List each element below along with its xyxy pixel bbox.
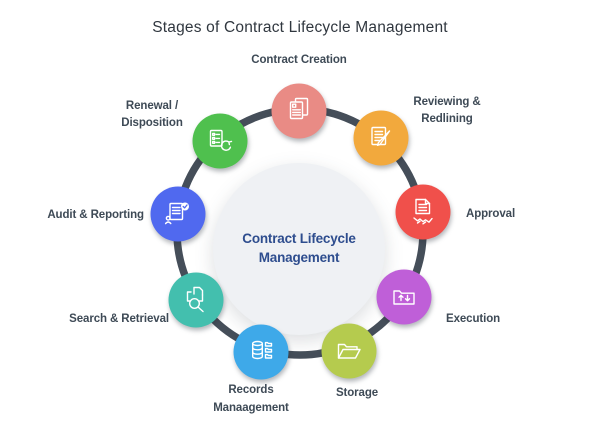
stage-label: Redlining: [421, 113, 473, 125]
stage-circle: [395, 184, 451, 240]
database-folders-icon: [251, 340, 273, 360]
stage-reviewing-redlining: Reviewing & Redlining: [353, 96, 481, 166]
stage-circle: [376, 269, 432, 325]
diagram-title: Stages of Contract Lifecycle Management: [152, 19, 448, 36]
stage-storage: Storage: [321, 323, 378, 399]
stage-contract-creation: Contract Creation: [251, 54, 347, 139]
document-pen-icon: [371, 126, 391, 146]
search-document-icon: [186, 286, 204, 313]
stage-circle: [192, 113, 248, 169]
center-title-line1: Contract Lifecycle: [242, 231, 356, 246]
stage-circle: [321, 323, 377, 379]
stage-label: Execution: [446, 313, 500, 325]
stage-label: Contract Creation: [251, 54, 346, 66]
stage-label: Approval: [466, 208, 515, 220]
stage-label: Records: [228, 384, 273, 396]
stage-label: Manaagement: [213, 402, 289, 414]
open-folder-icon: [337, 343, 361, 359]
stage-label: Storage: [336, 387, 378, 399]
stage-execution: Execution: [376, 269, 500, 325]
document-stack-icon: [289, 97, 309, 120]
stage-label: Renewal /: [126, 100, 179, 112]
document-handshake-icon: [413, 198, 433, 225]
stage-records-management: Records Manaagement: [213, 324, 289, 414]
folder-transfer-icon: [393, 290, 415, 305]
audit-check-icon: [164, 202, 189, 225]
stage-search-retrieval: Search & Retrieval: [69, 272, 224, 328]
center-hub-circle: [213, 163, 385, 335]
stage-label: Reviewing &: [413, 96, 480, 108]
document-renew-icon: [209, 129, 233, 151]
stage-label: Search & Retrieval: [69, 313, 169, 325]
stage-audit-reporting: Audit & Reporting: [47, 186, 206, 242]
stage-renewal-disposition: Renewal / Disposition: [121, 100, 248, 169]
stage-approval: Approval: [395, 184, 515, 240]
stage-circle: [233, 324, 289, 380]
stage-label: Audit & Reporting: [47, 209, 144, 221]
center-title-line2: Management: [259, 250, 340, 265]
stage-label: Disposition: [121, 117, 183, 129]
stage-circle: [168, 272, 224, 328]
